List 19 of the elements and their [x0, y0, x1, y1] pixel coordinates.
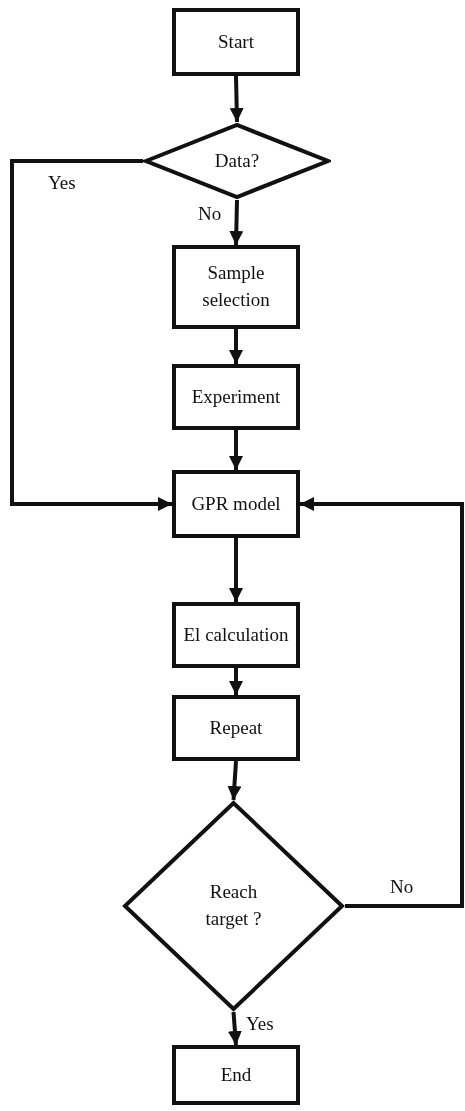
arrow: [229, 668, 243, 695]
process-box: Repeat: [172, 695, 300, 761]
process-box: El calculation: [172, 602, 300, 668]
arrow: [229, 75, 244, 123]
arrow: [229, 430, 243, 470]
arrow: [10, 159, 172, 511]
process-box: Experiment: [172, 364, 300, 430]
decision-diamond: Data?: [143, 122, 331, 200]
process-box: Sample selection: [172, 245, 300, 329]
arrow: [229, 199, 244, 246]
arrow: [229, 538, 243, 602]
decision-diamond: Reach target ?: [122, 800, 345, 1012]
process-box: Start: [172, 8, 300, 76]
process-box: GPR model: [172, 470, 300, 538]
arrow: [229, 329, 243, 364]
arrow: [300, 497, 464, 908]
process-box: End: [172, 1045, 300, 1105]
arrow: [227, 760, 242, 801]
arrow: [227, 1011, 242, 1046]
